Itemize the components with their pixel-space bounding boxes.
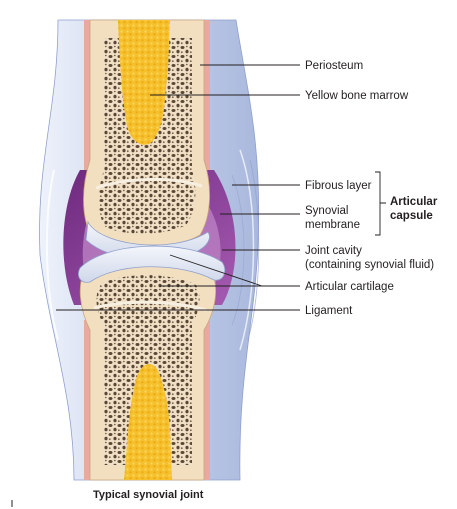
label-articular-cartilage: Articular cartilage <box>305 281 394 293</box>
articular-capsule-bracket <box>375 171 386 236</box>
label-yellow-bone-marrow: Yellow bone marrow <box>305 90 409 102</box>
label-articular-capsule-1: Articular <box>390 196 438 208</box>
leader-lines <box>56 64 386 311</box>
label-synovial-membrane-2: membrane <box>305 219 360 231</box>
upper-bone <box>83 19 210 248</box>
leader-articular-cartilage <box>169 254 263 287</box>
label-articular-capsule-2: capsule <box>390 210 433 222</box>
label-periosteum: Periosteum <box>305 60 363 72</box>
label-joint-cavity-2: (containing synovial fluid) <box>305 259 434 271</box>
label-ligament: Ligament <box>305 305 353 317</box>
label-synovial-membrane-1: Synovial <box>305 205 348 217</box>
lower-bone <box>79 253 216 481</box>
figure-caption: Typical synovial joint <box>93 489 204 501</box>
lower-articular-cartilage <box>78 245 226 283</box>
label-joint-cavity-1: Joint cavity <box>305 245 362 257</box>
label-fibrous-layer: Fibrous layer <box>305 180 372 192</box>
